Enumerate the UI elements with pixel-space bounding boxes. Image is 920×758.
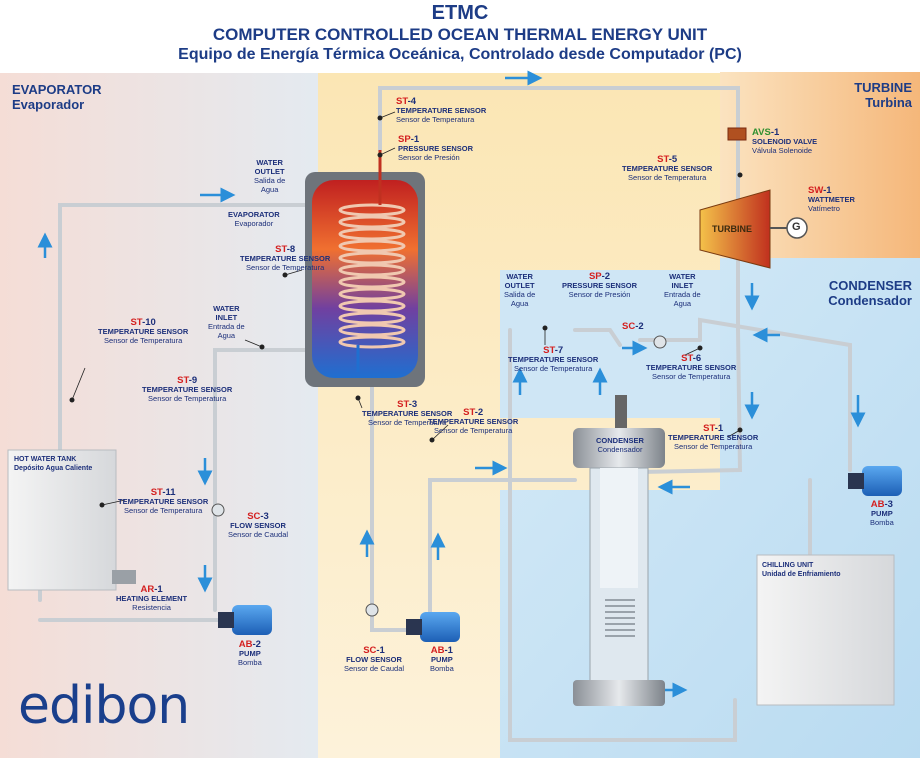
diagram-subtitle-es: Equipo de Energía Térmica Oceánica, Cont… (178, 46, 742, 63)
generator-icon: G (792, 221, 801, 233)
turbine-label: TURBINE (712, 224, 752, 234)
flow-sensor-sc2-label: SC-2 (622, 321, 644, 332)
section-condenser: CONDENSER Condensador (828, 278, 912, 308)
diagram-subtitle-en: COMPUTER CONTROLLED OCEAN THERMAL ENERGY… (212, 25, 708, 44)
section-turbine: TURBINE Turbina (854, 80, 912, 110)
diagram-title: ETMC (431, 2, 489, 24)
section-evaporator: EVAPORATOR Evaporador (12, 82, 102, 112)
edibon-logo: edibon (18, 676, 190, 736)
